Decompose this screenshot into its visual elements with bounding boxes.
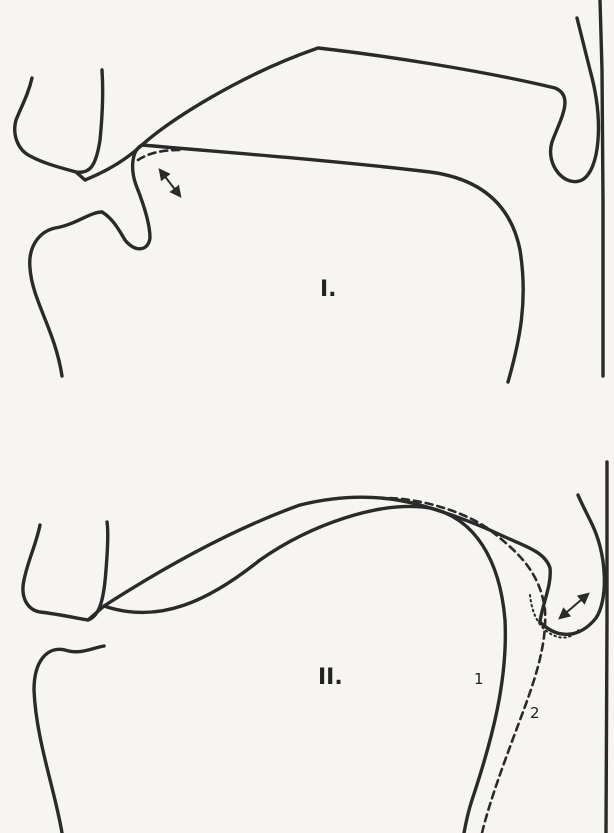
panel-1-tongue-dorsum	[142, 145, 523, 382]
double-arrow-icon	[160, 170, 180, 196]
panel-2-label: II.	[318, 665, 343, 690]
panel-1-lower-lip	[30, 212, 102, 376]
panel-2-pharyngeal-wall	[606, 462, 607, 833]
panel-2-tongue-curve-1	[104, 507, 505, 833]
panel-2-palate-contour	[88, 497, 550, 622]
panel-2-upper-lip-outline	[23, 522, 108, 620]
panel-1: I.	[15, 0, 603, 382]
panel-1-pharyngeal-wall	[600, 0, 603, 376]
panel-1-lower-incisor	[102, 145, 150, 249]
panel-1-label: I.	[320, 277, 337, 302]
panel-1-upper-lip-outline	[15, 70, 103, 172]
panel-2-curve-label-1: 1	[474, 670, 484, 688]
panel-2-curve-label-2: 2	[530, 704, 540, 722]
panel-2-tongue-curve-2	[390, 498, 545, 833]
panel-2: II. 1 2	[23, 462, 607, 833]
panel-2-lower-lip	[34, 646, 104, 833]
panel-1-palate-contour	[76, 18, 598, 182]
double-arrow-icon	[560, 594, 588, 618]
panel-1-dashed-tip	[138, 150, 180, 160]
